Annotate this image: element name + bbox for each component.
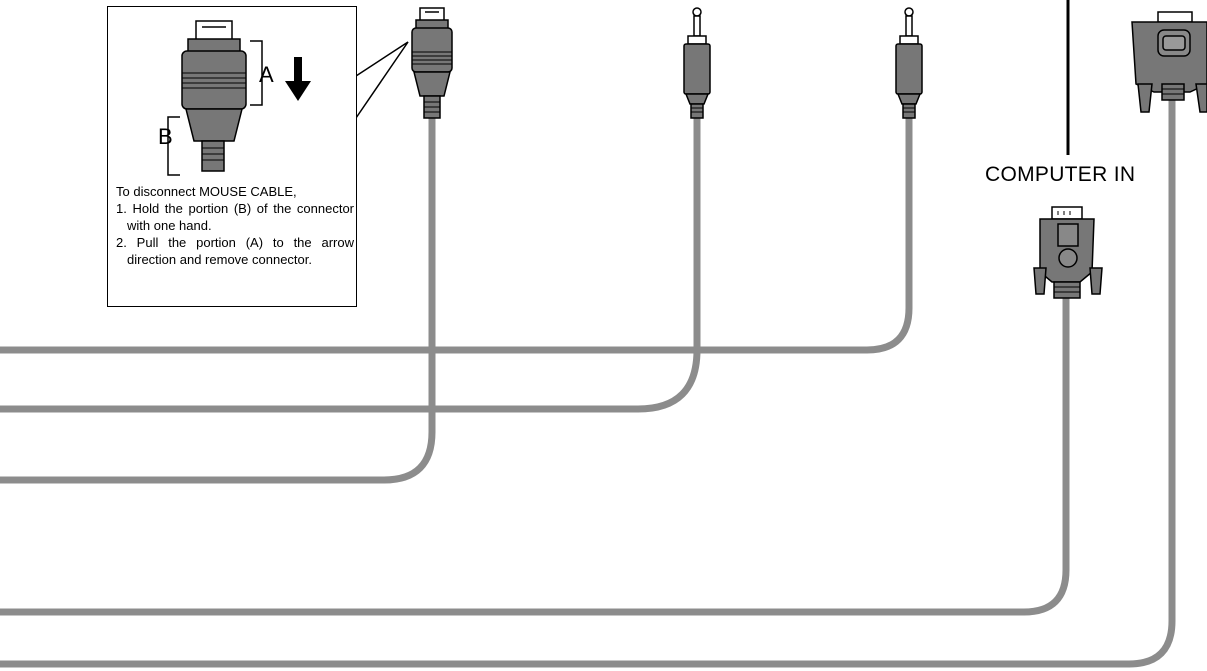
vga-cable (0, 97, 1176, 668)
label-b: B (158, 124, 173, 149)
instructions-step-1: 1. Hold the portion (B) of the connector… (116, 201, 354, 233)
callout-box: A B To disconnect MOUSE CABLE, 1. Hold t… (107, 6, 357, 307)
callout-connector-illustration (167, 20, 311, 176)
audio-cable-2 (0, 114, 913, 354)
cables (0, 97, 1176, 668)
audio-plug-2 (895, 7, 923, 119)
mouse-connector (411, 7, 453, 119)
computer-in-label: COMPUTER IN (985, 163, 1136, 186)
label-a: A (259, 62, 274, 87)
instructions-step-2: 2. Pull the portion (A) to the arrow dir… (116, 235, 354, 267)
computer-in-connector (1033, 206, 1103, 299)
instructions: To disconnect MOUSE CABLE, 1. Hold the p… (116, 183, 354, 268)
callout-pointer (355, 41, 409, 119)
audio-cable-1 (0, 114, 701, 413)
instructions-intro: To disconnect MOUSE CABLE, (116, 184, 297, 199)
computer-in-cable (0, 293, 1070, 616)
audio-plug-1 (683, 7, 711, 119)
vga-connector (1131, 11, 1207, 113)
mouse-cable (0, 114, 436, 484)
